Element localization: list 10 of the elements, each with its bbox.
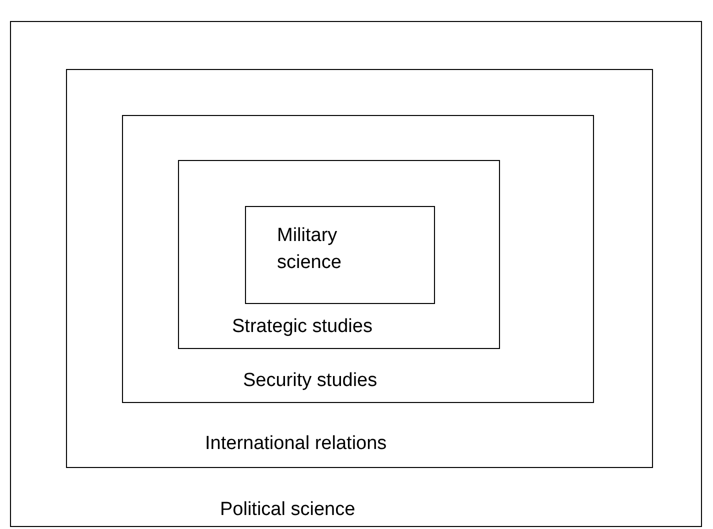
nested-box [122, 115, 594, 403]
box-label: Strategic studies [232, 315, 374, 339]
box-label: Military science [277, 224, 342, 275]
nested-box [10, 21, 702, 527]
nested-box [66, 69, 653, 468]
nested-box [245, 206, 435, 304]
box-label: International relations [205, 432, 388, 456]
nested-box [178, 160, 500, 349]
box-label: Security studies [243, 369, 378, 393]
box-label: Political science [220, 498, 356, 522]
